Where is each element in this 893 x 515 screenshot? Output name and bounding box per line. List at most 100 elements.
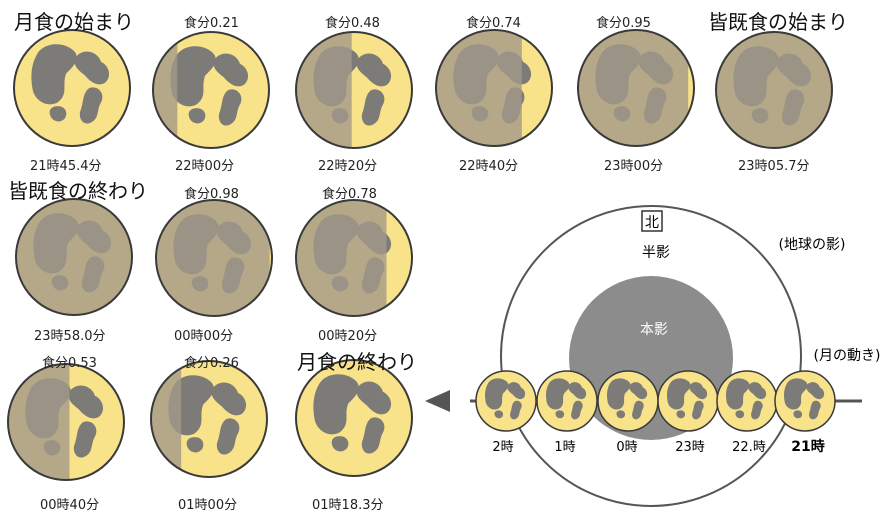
magnitude-label: 食分0.53 xyxy=(42,356,97,371)
time-label: 22時20分 xyxy=(318,159,378,174)
hour-label-21: 21時 xyxy=(791,438,824,455)
moon-outline xyxy=(13,29,131,147)
moon-outline xyxy=(295,359,413,477)
magnitude-label: 食分0.21 xyxy=(184,16,239,31)
moon-outline xyxy=(155,199,273,317)
maria-shape xyxy=(510,400,522,420)
earth-shadow-on-moon xyxy=(151,368,182,470)
heading-totality-start: 皆既食の始まり xyxy=(708,10,848,34)
moon-outline xyxy=(152,31,270,149)
moon-outline xyxy=(295,31,413,149)
moon-outline xyxy=(15,198,133,316)
maria-shape xyxy=(356,53,392,87)
earth-shadow-on-moon xyxy=(7,364,70,480)
moon-outline xyxy=(7,363,125,481)
earth-shadow-on-moon xyxy=(716,32,832,148)
maria-shape xyxy=(74,51,110,85)
maria-shape xyxy=(806,382,825,400)
heading-eclipse-start: 月食の始まり xyxy=(14,10,134,34)
hour-label-23: 23時 xyxy=(675,440,705,455)
time-label: 21時45.4分 xyxy=(30,159,102,174)
maria-shape xyxy=(188,108,206,124)
earth-shadow-on-moon xyxy=(156,200,270,316)
phase-moon xyxy=(155,199,273,317)
phase-moon xyxy=(15,198,133,316)
maria-shape xyxy=(485,378,509,410)
maria-shape xyxy=(216,418,240,455)
maria-shape xyxy=(507,382,526,400)
magnitude-label: 食分0.48 xyxy=(325,16,380,31)
maria-shape xyxy=(607,378,631,410)
earth-shadow-on-moon xyxy=(436,29,522,146)
phase-moon xyxy=(435,29,553,147)
phase-moon xyxy=(295,199,413,317)
magnitude-label: 食分0.74 xyxy=(466,16,521,31)
moon-path-arrowhead xyxy=(425,390,450,412)
maria-shape xyxy=(49,106,67,122)
path-moon xyxy=(774,370,836,432)
moon-outline xyxy=(150,360,268,478)
time-label: 01時18.3分 xyxy=(312,498,384,513)
north-label: 北 xyxy=(645,215,659,231)
maria-shape xyxy=(748,382,767,400)
path-moon xyxy=(536,370,598,432)
moon-outline xyxy=(295,199,413,317)
earth-shadow-on-moon xyxy=(153,42,178,138)
earth-shadow-label: (地球の影) xyxy=(779,237,846,253)
maria-shape xyxy=(689,382,708,400)
hour-label-1: 1時 xyxy=(554,440,575,455)
magnitude-label: 食分0.98 xyxy=(184,187,239,202)
path-moon xyxy=(716,370,778,432)
maria-shape xyxy=(331,436,349,452)
phase-moon xyxy=(150,360,268,478)
phase-moon xyxy=(152,31,270,149)
moon-outline xyxy=(715,31,833,149)
path-moon xyxy=(597,370,659,432)
time-label: 00時20分 xyxy=(318,329,378,344)
time-label: 00時00分 xyxy=(174,329,234,344)
maria-shape xyxy=(31,44,77,105)
heading-totality-end: 皆既食の終わり xyxy=(8,179,148,203)
maria-shape xyxy=(361,89,385,126)
north-marker-box xyxy=(641,210,663,232)
phase-moon xyxy=(295,359,413,477)
maria-shape xyxy=(211,382,247,416)
time-label: 01時00分 xyxy=(178,498,238,513)
penumbra-label: 半影 xyxy=(642,245,670,261)
time-label: 23時05.7分 xyxy=(738,159,810,174)
maria-shape xyxy=(68,385,104,419)
moon-outline xyxy=(435,29,553,147)
maria-shape xyxy=(568,382,587,400)
magnitude-label: 食分0.78 xyxy=(322,187,377,202)
maria-shape xyxy=(313,374,359,435)
maria-shape xyxy=(735,410,745,419)
maria-shape xyxy=(218,89,242,126)
phase-moon xyxy=(7,363,125,481)
moon-outline xyxy=(475,370,537,432)
time-label: 22時00分 xyxy=(175,159,235,174)
phase-moon xyxy=(295,31,413,149)
maria-shape xyxy=(361,417,385,454)
maria-shape xyxy=(692,400,704,420)
maria-shape xyxy=(546,378,570,410)
maria-shape xyxy=(555,410,565,419)
time-label: 00時40分 xyxy=(40,498,100,513)
time-label: 23時00分 xyxy=(604,159,664,174)
moon-outline xyxy=(774,370,836,432)
maria-shape xyxy=(494,410,504,419)
maria-shape xyxy=(751,400,763,420)
time-label: 23時58.0分 xyxy=(34,329,106,344)
moon-outline xyxy=(577,29,695,147)
earth-shadow-on-moon xyxy=(16,199,132,315)
maria-shape xyxy=(170,46,216,107)
moon-motion-label: (月の動き) xyxy=(814,348,881,364)
maria-shape xyxy=(213,53,249,87)
maria-shape xyxy=(784,378,808,410)
maria-shape xyxy=(616,410,626,419)
moon-outline xyxy=(536,370,598,432)
maria-shape xyxy=(809,400,821,420)
phase-moon xyxy=(715,31,833,149)
maria-shape xyxy=(793,410,803,419)
earth-shadow-on-moon xyxy=(296,200,387,316)
path-moon xyxy=(475,370,537,432)
